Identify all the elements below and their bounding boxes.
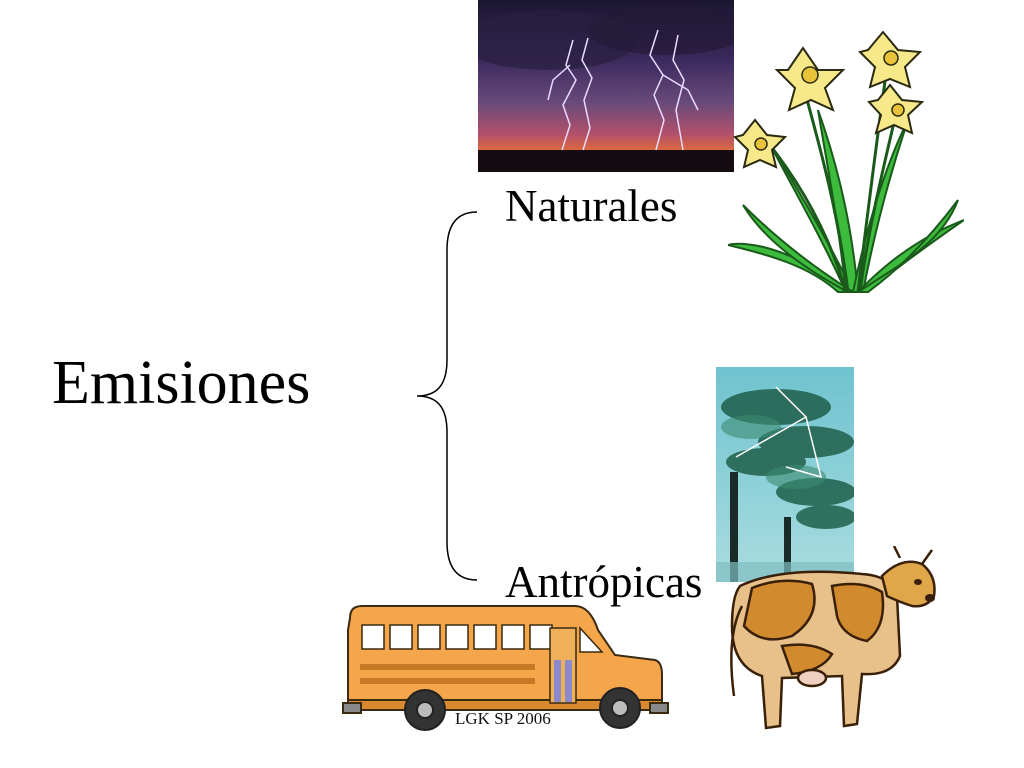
cow-illustration bbox=[730, 546, 936, 730]
curly-brace bbox=[416, 211, 478, 581]
credit-text: LGK SP 2006 bbox=[455, 709, 551, 728]
school-bus-illustration bbox=[342, 605, 669, 731]
smokestack-pollution-photo bbox=[716, 367, 854, 582]
branch-label-antropicas: Antrópicas bbox=[505, 557, 703, 607]
branch-label-naturales: Naturales bbox=[505, 181, 678, 231]
daffodil-plant-illustration bbox=[728, 30, 964, 293]
lightning-storm-photo bbox=[478, 0, 734, 172]
slide-title: Emisiones bbox=[52, 349, 311, 417]
